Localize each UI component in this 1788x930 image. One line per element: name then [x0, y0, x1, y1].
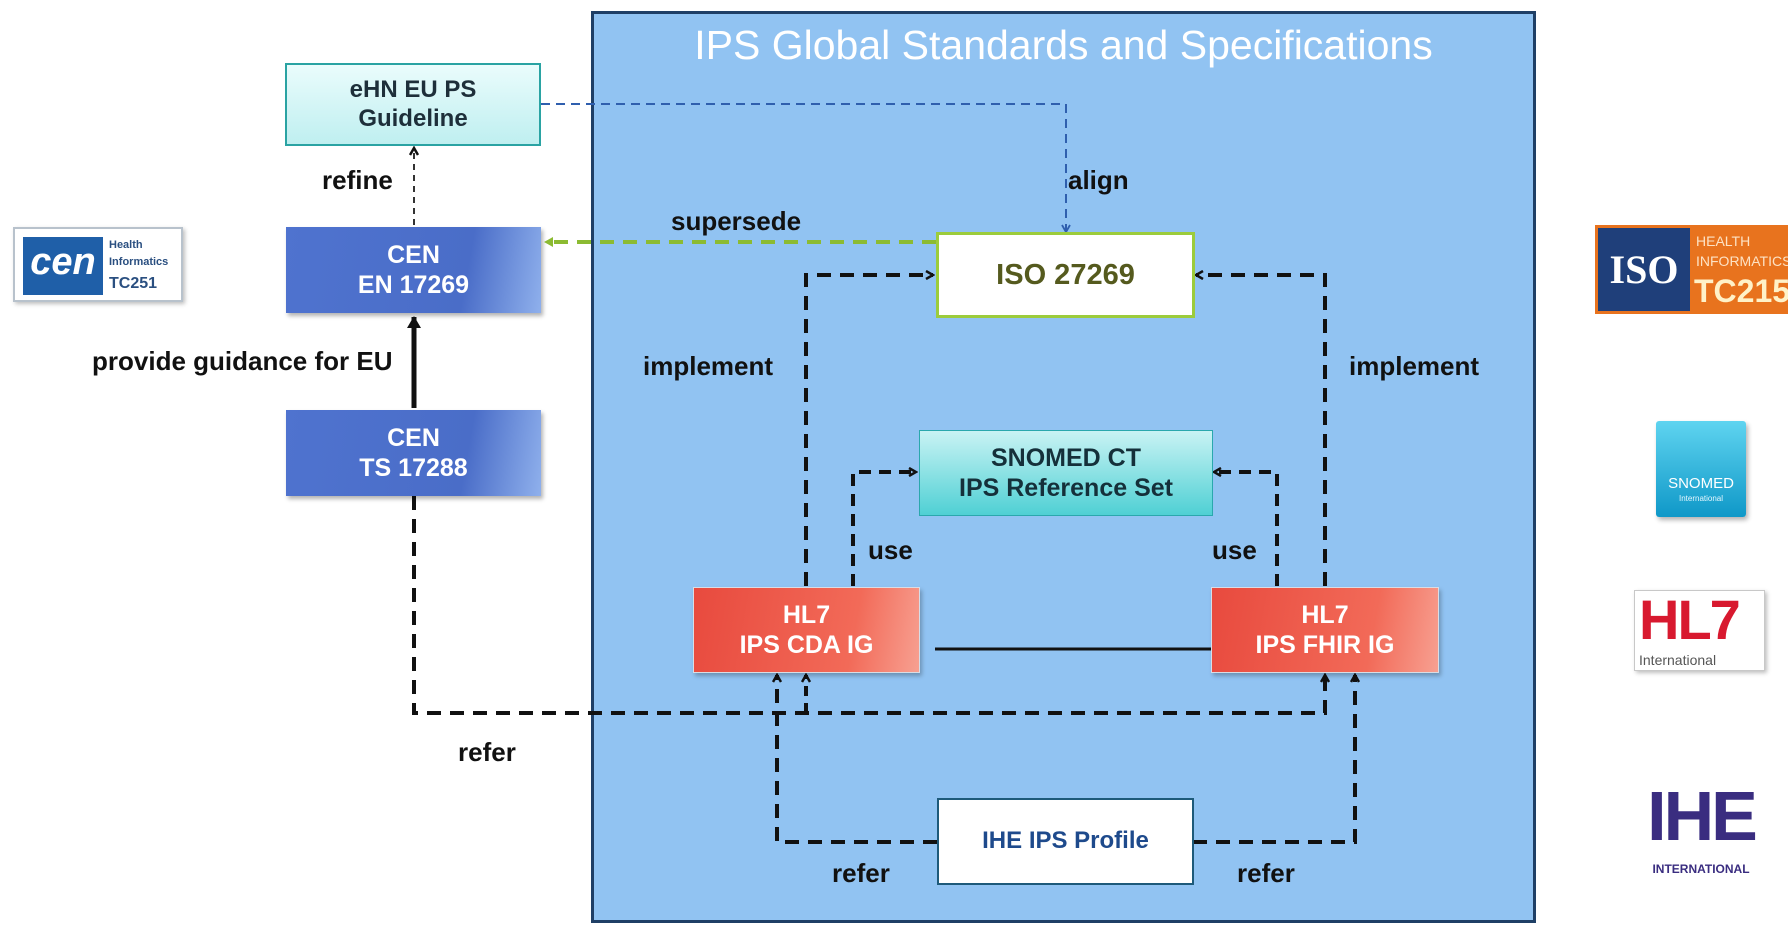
- cen-ts-line-1: CEN: [387, 424, 440, 452]
- use-left-label: use: [868, 535, 913, 565]
- refer-cen-label: refer: [458, 737, 516, 767]
- ehn-line-1: eHN EU PS: [349, 75, 477, 103]
- cen-en-line-2: EN 17269: [357, 271, 470, 299]
- iso-logo-line3: TC215: [1694, 273, 1788, 309]
- cen-logo-line2: Informatics: [109, 256, 169, 268]
- hl7-fhir-line-1: HL7: [1301, 601, 1349, 629]
- ihe-logo-mark: IHE: [1647, 784, 1758, 855]
- cen-en-17269-box: CEN EN 17269: [286, 227, 541, 313]
- use-left-connector: [851, 472, 916, 586]
- cen-logo-line3: TC251: [109, 275, 158, 292]
- implement-right-connector: [1196, 275, 1327, 586]
- refer-ihe-right-connector: [1193, 675, 1355, 844]
- provide-guidance-label: provide guidance for EU: [92, 346, 393, 376]
- cen-logo-line1: Health: [109, 239, 143, 251]
- refer-ihe-left-label: refer: [832, 858, 890, 888]
- cen-logo-mark: cen: [23, 237, 103, 295]
- panel-title: IPS Global Standards and Specifications: [694, 22, 1433, 68]
- align-connector: [541, 103, 1071, 234]
- supersede-label: supersede: [671, 206, 802, 236]
- snomed-ct-box: SNOMED CT IPS Reference Set: [919, 430, 1213, 516]
- snomed-line-2: IPS Reference Set: [959, 474, 1173, 502]
- refer-ihe-right-label: refer: [1237, 858, 1295, 888]
- hl7-cda-line-2: IPS CDA IG: [739, 631, 874, 659]
- iso-logo: ISO HEALTH INFORMATICS TC215: [1595, 225, 1788, 314]
- implement-left-connector: [804, 275, 933, 586]
- ihe-ips-profile-box: IHE IPS Profile: [937, 798, 1194, 885]
- cen-ts-17288-box: CEN TS 17288: [286, 410, 541, 496]
- hl7-ips-cda-box: HL7 IPS CDA IG: [693, 587, 920, 673]
- hl7-cda-line-1: HL7: [782, 601, 831, 629]
- snomed-logo-mark: SNOMED: [1668, 475, 1734, 492]
- iso-box-label: ISO 27269: [996, 258, 1135, 291]
- refer-ihe-left-connector: [777, 675, 937, 844]
- refine-label: refine: [322, 165, 393, 195]
- hl7-fhir-line-2: IPS FHIR IG: [1255, 631, 1395, 659]
- snomed-logo: SNOMED International: [1656, 421, 1746, 517]
- implement-right-label: implement: [1349, 351, 1480, 381]
- iso-logo-mark: ISO: [1598, 228, 1690, 311]
- hl7-logo-sub: International: [1639, 652, 1717, 668]
- use-right-label: use: [1212, 535, 1257, 565]
- snomed-logo-sub: International: [1678, 494, 1724, 503]
- snomed-line-1: SNOMED CT: [991, 444, 1141, 472]
- iso-logo-line2: INFORMATICS: [1696, 253, 1788, 269]
- cen-logo: cen Health Informatics TC251: [13, 227, 183, 302]
- implement-left-label: implement: [643, 351, 774, 381]
- refer-cen-connector: [412, 496, 1325, 715]
- hl7-logo-mark: HL7: [1639, 590, 1741, 651]
- hl7-logo: HL7 International: [1634, 590, 1765, 671]
- ihe-logo: IHE INTERNATIONAL: [1637, 784, 1765, 882]
- ehn-guideline-box: eHN EU PS Guideline: [285, 63, 541, 146]
- hl7-ips-fhir-box: HL7 IPS FHIR IG: [1211, 587, 1439, 673]
- ihe-logo-sub: INTERNATIONAL: [1652, 862, 1750, 876]
- align-label: align: [1068, 165, 1129, 195]
- cen-ts-line-2: TS 17288: [359, 454, 468, 482]
- iso-27269-box: ISO 27269: [936, 232, 1195, 318]
- use-right-connector: [1214, 472, 1279, 586]
- iso-logo-line1: HEALTH: [1696, 233, 1751, 249]
- ihe-box-label: IHE IPS Profile: [982, 827, 1149, 855]
- cen-en-line-1: CEN: [387, 241, 440, 269]
- ehn-line-2: Guideline: [358, 104, 468, 132]
